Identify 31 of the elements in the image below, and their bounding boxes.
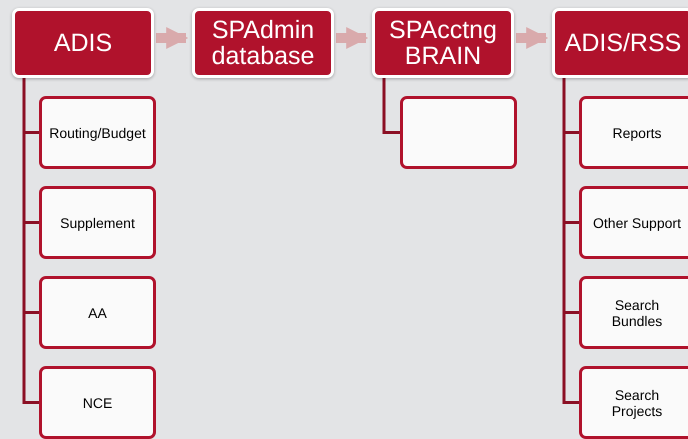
box-label: Routing/Budget [49,124,146,140]
box-label: NCE [82,394,112,410]
box-label: Reports [612,124,662,140]
box-label: Other Support [593,214,681,230]
system-box [192,8,334,78]
box-label: SPAdmin database [210,17,316,69]
connector-line [22,78,39,404]
arrow [516,27,548,49]
connector-line [382,78,400,134]
module-box [39,276,156,349]
box-label: ADIS [54,30,112,56]
module-box [579,96,688,169]
box-label: Search Projects [610,386,664,418]
module-box [39,186,156,259]
system-box [372,8,514,78]
system-box [552,8,688,78]
box-label: Supplement [60,214,135,230]
module-box [39,96,156,169]
module-box [39,366,156,439]
module-box [579,276,688,349]
connector-line [562,78,579,404]
box-label: ADIS/RSS [564,30,682,56]
arrow [156,27,188,49]
module-box [579,186,688,259]
system-box [12,8,154,78]
module-box [400,96,517,169]
box-label: AA [88,304,107,320]
module-box [579,366,688,439]
arrow [336,27,368,49]
box-label: Search Bundles [610,296,664,328]
box-label: SPAcctng BRAIN [388,17,498,69]
